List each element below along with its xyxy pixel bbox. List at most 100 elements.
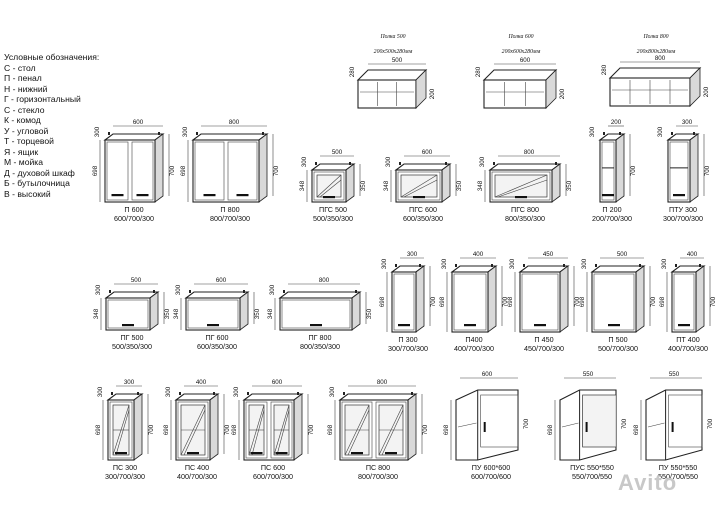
door-panel [313,171,345,201]
width-label: 600 [422,149,433,156]
height-label: 700 [430,296,437,307]
side-height-label: 698 [579,296,586,307]
door-handle [115,452,127,455]
cabinet-side [239,291,249,331]
glass-hatch [400,174,438,198]
legend-title: Условные обозначения: [4,52,100,62]
shelf-top [608,67,702,79]
shelf-side [415,69,427,109]
door-panel [601,141,615,201]
cabinet-name: ПГС 600 [409,205,437,214]
height-label: 200 [703,86,710,97]
door-panel [673,273,695,331]
door-panel [131,141,154,201]
width-label: 400 [196,379,207,386]
side-height-label: 348 [477,180,484,191]
door-handle [323,196,335,199]
height-label: 700 [650,296,657,307]
depth-label: 280 [349,66,356,77]
door-handle [136,194,149,197]
door-handle [250,452,263,455]
door-handle [534,324,546,327]
cabinet-front [391,271,417,333]
side-height-label: 698 [231,424,238,435]
hanger [523,264,525,267]
cabinet-top [191,133,269,141]
cabinet-name: П 800 [220,205,239,214]
side-height-label: 698 [180,165,187,176]
cabinet-front [667,139,691,203]
hanger [315,162,317,165]
hanger [399,162,401,165]
cabinet-side [345,163,355,203]
cabinet-name: П 200 [602,205,621,214]
cabinet-name: ПУ 600*600 [472,463,511,472]
width-label: 500 [332,149,343,156]
door-handle [608,324,620,327]
hanger [619,132,621,135]
cabinet-side [635,265,645,333]
depth-label: 300 [661,258,668,269]
door-handle [515,196,527,199]
height-label: 350 [164,308,171,319]
side-height-label: 698 [95,424,102,435]
hanger [153,290,155,293]
depth-label: 300 [329,386,336,397]
legend-item: П - пенал [4,73,42,83]
legend-item: У - угловой [4,125,49,136]
hanger [247,392,249,395]
cabinet-top [590,265,646,273]
cabinet-dims: 450/700/300 [524,344,564,353]
cabinet-dims: 550/700/550 [658,472,698,481]
side-height-label: 698 [633,424,640,435]
side-height-label: 698 [327,424,334,435]
height-label: 700 [523,418,530,429]
shelf-title: Полка 800 [642,34,668,40]
cabinet-dims: 600/700/300 [114,214,154,223]
hanger [595,264,597,267]
cabinet-side [559,265,569,333]
side-height-label: 698 [439,296,446,307]
shelf-size: 200х800х280мм [637,49,676,55]
door-panel [669,141,689,201]
door-handle [207,324,219,327]
hanger [196,132,198,135]
depth-label: 300 [581,258,588,269]
shelf-side [689,67,701,107]
shelf-title: Полка 600 [507,34,533,40]
hanger [137,392,139,395]
cabinet-side [415,265,425,333]
width-label: 600 [482,371,493,378]
side-height-label: 698 [659,296,666,307]
side-height-label: 698 [163,424,170,435]
legend-item: В - высокий [4,188,51,199]
width-label: 300 [407,251,418,258]
glass-hatch [276,409,290,456]
door-handle [673,194,685,197]
door-handle [413,196,425,199]
height-label: 350 [566,180,573,191]
legend-item: С - стол [4,62,36,73]
width-label: 400 [687,251,698,258]
depth-label: 300 [441,258,448,269]
door-panel [177,401,209,459]
door-handle [275,452,288,455]
shelf-front [357,79,417,109]
cabinet-top [103,133,165,141]
width-label: 500 [392,57,403,64]
height-label: 700 [224,424,231,435]
hanger [283,290,285,293]
door-handle [310,324,322,327]
